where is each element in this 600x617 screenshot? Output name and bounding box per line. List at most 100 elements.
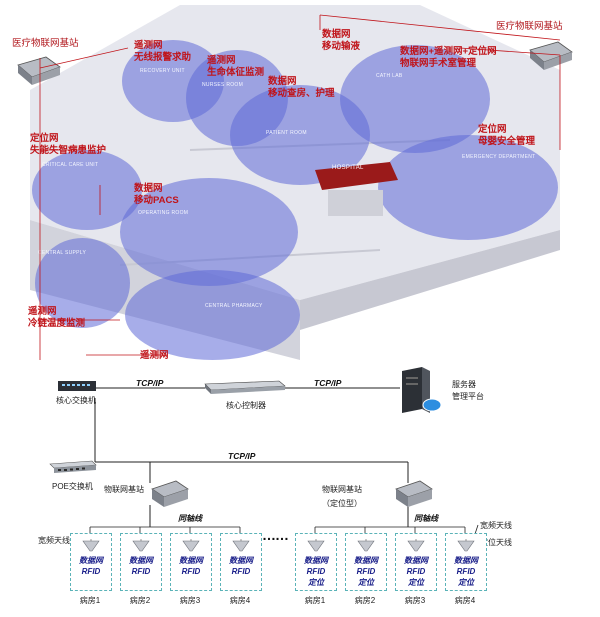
emergency-bubble bbox=[378, 135, 558, 240]
label-cold-func: 冷链温度监测 bbox=[28, 318, 86, 329]
server-label-2: 管理平台 bbox=[452, 392, 484, 401]
more-rooms-ellipsis: …… bbox=[262, 527, 289, 543]
room-rfid-label: RFID bbox=[406, 567, 426, 576]
room-positioning-label: 定位 bbox=[408, 578, 424, 587]
network-topology: 核心交换机 TCP/IP 核心控制器 TCP/IP 服务器 管理平台 TCP/I… bbox=[0, 365, 600, 617]
base-station-right-label-1: 物联网基站 bbox=[322, 485, 362, 494]
positioning-antenna-icon bbox=[307, 539, 325, 552]
positioning-antenna-icon bbox=[357, 539, 375, 552]
room-rfid-label: RFID bbox=[231, 567, 251, 576]
server-icon bbox=[402, 367, 442, 413]
core-switch-icon bbox=[58, 381, 96, 391]
label-emergency-net: 定位网 bbox=[478, 124, 507, 135]
core-switch-label: 核心交换机 bbox=[56, 396, 96, 405]
label-patient-func: 移动查房、护理 bbox=[268, 88, 335, 99]
room-rfid-label: RFID bbox=[306, 567, 326, 576]
tcp-label-2: TCP/IP bbox=[314, 378, 342, 388]
ward-label: 病房1 bbox=[79, 596, 101, 605]
label-operating-func: 移动PACS bbox=[134, 195, 179, 206]
central-pharmacy-bubble bbox=[125, 270, 300, 360]
room-network-label: 数据网 bbox=[129, 556, 153, 565]
poe-switch-icon bbox=[49, 460, 97, 473]
room-box: 数据网 RFID 定位 bbox=[295, 533, 337, 591]
room-box: 数据网 RFID 定位 bbox=[395, 533, 437, 591]
ward-label: 病房2 bbox=[354, 596, 376, 605]
central-supply-bubble bbox=[35, 238, 130, 328]
room-box: 数据网 RFID bbox=[70, 533, 112, 591]
room-positioning-label: 定位 bbox=[458, 578, 474, 587]
broadband-antenna-icon bbox=[232, 539, 250, 552]
label-patient-net: 数据网 bbox=[268, 76, 297, 87]
label-cath-net: 数据网+遥测网+定位网 bbox=[400, 46, 497, 57]
base-station-top-left-icon bbox=[17, 56, 61, 85]
base-station-right-label-2: （定位型） bbox=[322, 499, 362, 508]
label-cold-net: 遥测网 bbox=[28, 306, 57, 317]
tcp-label-3: TCP/IP bbox=[228, 451, 256, 461]
ward-label: 病房2 bbox=[129, 596, 151, 605]
broadband-antenna-icon bbox=[182, 539, 200, 552]
room-name-emergency: EMERGENCY DEPARTMENT bbox=[462, 154, 536, 160]
broadband-antenna-label-left: 宽频天线 bbox=[38, 536, 70, 545]
ward-label: 病房3 bbox=[179, 596, 201, 605]
positioning-antenna-label: 定位天线 bbox=[480, 538, 512, 547]
room-name-cath: CATH LAB bbox=[376, 73, 403, 79]
room-name-operating: OPERATING ROOM bbox=[138, 210, 189, 216]
room-rfid-label: RFID bbox=[456, 567, 476, 576]
room-rfid-label: RFID bbox=[81, 567, 101, 576]
label-cath-func: 物联网手术室管理 bbox=[400, 58, 477, 69]
room-network-label: 数据网 bbox=[229, 556, 253, 565]
coax-label-left: 同轴线 bbox=[178, 514, 202, 523]
positioning-antenna-icon bbox=[407, 539, 425, 552]
ward-label: 病房1 bbox=[304, 596, 326, 605]
room-network-label: 数据网 bbox=[304, 556, 328, 565]
core-controller-label: 核心控制器 bbox=[226, 401, 266, 410]
base-station-left-label: 物联网基站 bbox=[104, 485, 144, 494]
hospital-illustration: RECOVERY UNIT NURSES ROOM CATH LAB PATIE… bbox=[12, 5, 573, 361]
hospital-entrance bbox=[315, 162, 398, 216]
tcp-label-1: TCP/IP bbox=[136, 378, 164, 388]
positioning-antenna-icon bbox=[457, 539, 475, 552]
room-rfid-label: RFID bbox=[356, 567, 376, 576]
room-network-label: 数据网 bbox=[179, 556, 203, 565]
room-name-patient: PATIENT ROOM bbox=[266, 130, 307, 136]
broadband-antenna-icon bbox=[132, 539, 150, 552]
operating-room-bubble bbox=[120, 178, 298, 286]
poe-switch-label: POE交换机 bbox=[52, 482, 93, 491]
room-name-recovery: RECOVERY UNIT bbox=[140, 68, 185, 74]
room-positioning-label: 定位 bbox=[308, 578, 324, 587]
room-network-label: 数据网 bbox=[354, 556, 378, 565]
room-name-central-supply: CENTRAL SUPPLY bbox=[38, 250, 87, 256]
label-recovery-net: 遥测网 bbox=[134, 40, 163, 51]
ward-label: 病房4 bbox=[454, 596, 476, 605]
base-station-right-icon bbox=[395, 480, 433, 507]
core-controller-icon bbox=[204, 380, 286, 394]
server-label-1: 服务器 bbox=[452, 380, 476, 389]
ward-label: 病房3 bbox=[404, 596, 426, 605]
label-critical-net: 定位网 bbox=[30, 133, 59, 144]
label-infusion-net: 数据网 bbox=[322, 29, 351, 40]
room-positioning-label: 定位 bbox=[358, 578, 374, 587]
room-network-label: 数据网 bbox=[404, 556, 428, 565]
room-box: 数据网 RFID 定位 bbox=[445, 533, 487, 591]
room-rfid-label: RFID bbox=[131, 567, 151, 576]
station-label-right: 医疗物联网基站 bbox=[496, 21, 563, 32]
base-station-left-icon bbox=[151, 480, 189, 507]
broadband-antenna-label-right: 宽频天线 bbox=[480, 521, 512, 530]
label-operating-net: 数据网 bbox=[134, 183, 163, 194]
label-infusion-func: 移动输液 bbox=[322, 41, 361, 52]
base-station-top-right-icon bbox=[529, 41, 573, 70]
hospital-sign: HOSPITAL bbox=[332, 165, 364, 171]
label-emergency-func: 母婴安全管理 bbox=[478, 136, 536, 147]
room-network-label: 数据网 bbox=[79, 556, 103, 565]
label-critical-func: 失能失智病患监护 bbox=[30, 145, 107, 156]
room-box: 数据网 RFID bbox=[120, 533, 162, 591]
room-box: 数据网 RFID bbox=[220, 533, 262, 591]
red-leader-lines bbox=[39, 14, 561, 360]
station-label-left: 医疗物联网基站 bbox=[12, 38, 79, 49]
label-nurses-func: 生命体征监测 bbox=[207, 67, 265, 78]
network-lines bbox=[69, 387, 479, 564]
room-name-nurses: NURSES ROOM bbox=[202, 82, 244, 88]
label-recovery-func: 无线报警求助 bbox=[134, 52, 192, 63]
room-network-label: 数据网 bbox=[454, 556, 478, 565]
